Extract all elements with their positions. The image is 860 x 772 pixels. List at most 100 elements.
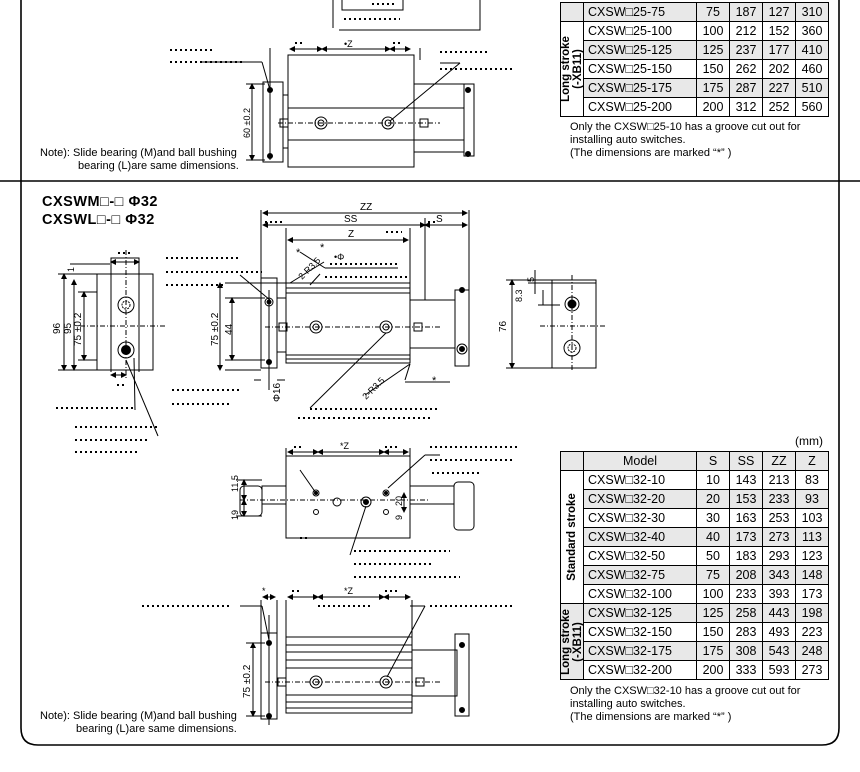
cell-z: 460 — [795, 59, 829, 79]
top-bearing-note: Note): Slide bearing (M)and ball bushing… — [40, 147, 239, 173]
cell-s: 10 — [696, 470, 730, 490]
bottom-star: * — [262, 586, 266, 596]
bottom-note-line-1: Note): Slide bearing (M)and ball bushing — [40, 710, 237, 722]
cell-s: 175 — [696, 641, 730, 661]
end-view-32 — [506, 270, 605, 372]
dim-5: 5 — [526, 277, 536, 282]
cell-zz: 213 — [762, 470, 796, 490]
cell-zz: 227 — [762, 78, 796, 98]
cell-z: 173 — [795, 584, 829, 604]
top-view-star-z: *Z — [340, 441, 350, 451]
cell-z: 560 — [795, 97, 829, 117]
dim-ss: SS — [344, 214, 358, 225]
cell-z: 360 — [795, 21, 829, 41]
cell-s: 75 — [696, 2, 730, 22]
cell-s: 200 — [696, 660, 730, 680]
dim-1: 1 — [66, 267, 76, 272]
cell-model: CXSW□32-125 — [583, 603, 697, 623]
cell-ss: 258 — [729, 603, 763, 623]
cell-z: 113 — [795, 527, 829, 547]
cell-s: 125 — [696, 40, 730, 60]
cell-model: CXSW□32-175 — [583, 641, 697, 661]
dim-8-3: 8.3 — [514, 289, 524, 302]
cell-z: 123 — [795, 546, 829, 566]
footnote-line-2: installing auto switches. — [570, 698, 686, 710]
cell-s: 200 — [696, 97, 730, 117]
cell-model: CXSW□32-10 — [583, 470, 697, 490]
cell-ss: 208 — [729, 565, 763, 585]
cell-ss: 237 — [729, 40, 763, 60]
top-standard-stroke-label — [560, 2, 584, 22]
dim-76: 76 — [498, 320, 509, 332]
cell-ss: 308 — [729, 641, 763, 661]
cell-ss: 233 — [729, 584, 763, 604]
table-corner — [560, 451, 584, 471]
cell-s: 175 — [696, 78, 730, 98]
cell-zz: 202 — [762, 59, 796, 79]
top-long-stroke-label-text: Long stroke(-XB11) — [560, 36, 584, 102]
cell-s: 100 — [696, 21, 730, 41]
side-view-32 — [58, 250, 165, 437]
top-front-view — [200, 0, 481, 168]
cell-s: 150 — [696, 622, 730, 642]
cell-model: CXSW□32-30 — [583, 508, 697, 528]
cell-model: CXSW□32-200 — [583, 660, 697, 680]
cell-model: CXSW□32-150 — [583, 622, 697, 642]
dim-9: 9 — [394, 515, 404, 520]
footnote-line-3: (The dimensions are marked “*” ) — [570, 711, 732, 723]
cell-model: CXSW□25-75 — [583, 2, 697, 22]
col-header-z: Z — [795, 451, 829, 471]
dim-19: 19 — [230, 510, 240, 520]
cell-zz: 493 — [762, 622, 796, 642]
dim-75-bottom: 75 ±0.2 — [242, 664, 253, 698]
cell-model: CXSW□32-50 — [583, 546, 697, 566]
bottom-bearing-note: Note): Slide bearing (M)and ball bushing… — [40, 710, 237, 736]
dim-star-3: * — [432, 375, 437, 387]
cell-model: CXSW□32-75 — [583, 565, 697, 585]
dim-75-front: 75 ±0.2 — [210, 312, 221, 346]
bottom-note-line-2: bearing (L)are same dimensions. — [76, 723, 237, 735]
top-view-32 — [236, 448, 475, 556]
long-stroke-label: Long stroke(-XB11) — [560, 603, 584, 680]
cell-s: 50 — [696, 546, 730, 566]
cell-zz: 273 — [762, 527, 796, 547]
cell-ss: 173 — [729, 527, 763, 547]
top-footnote-line-3: (The dimensions are marked “*” ) — [570, 147, 732, 159]
cell-z: 510 — [795, 78, 829, 98]
dim-phi-marker: •Φ — [334, 252, 344, 262]
unit-label: (mm) — [795, 434, 823, 448]
long-stroke-label-line-1: Long stroke — [560, 608, 572, 675]
cell-s: 40 — [696, 527, 730, 547]
dim-star-2: * — [320, 242, 325, 254]
dim-11-5: 11.5 — [230, 475, 240, 492]
col-header-model: Model — [583, 451, 697, 471]
cell-z: 148 — [795, 565, 829, 585]
col-header-s: S — [696, 451, 730, 471]
cell-ss: 212 — [729, 21, 763, 41]
standard-stroke-label: Standard stroke — [560, 470, 584, 604]
top-dim-60: 60 ±0.2 — [242, 108, 252, 138]
cell-ss: 287 — [729, 78, 763, 98]
cell-ss: 283 — [729, 622, 763, 642]
cell-zz: 443 — [762, 603, 796, 623]
dim-75-side: 75 ±0.2 — [73, 312, 84, 346]
cell-model: CXSW□25-100 — [583, 21, 697, 41]
cell-ss: 163 — [729, 508, 763, 528]
top-footnote-line-1: Only the CXSW□25-10 has a groove cut out… — [570, 121, 801, 133]
cell-z: 310 — [795, 2, 829, 22]
cell-z: 223 — [795, 622, 829, 642]
cell-ss: 153 — [729, 489, 763, 509]
cell-ss: 262 — [729, 59, 763, 79]
cell-zz: 252 — [762, 97, 796, 117]
